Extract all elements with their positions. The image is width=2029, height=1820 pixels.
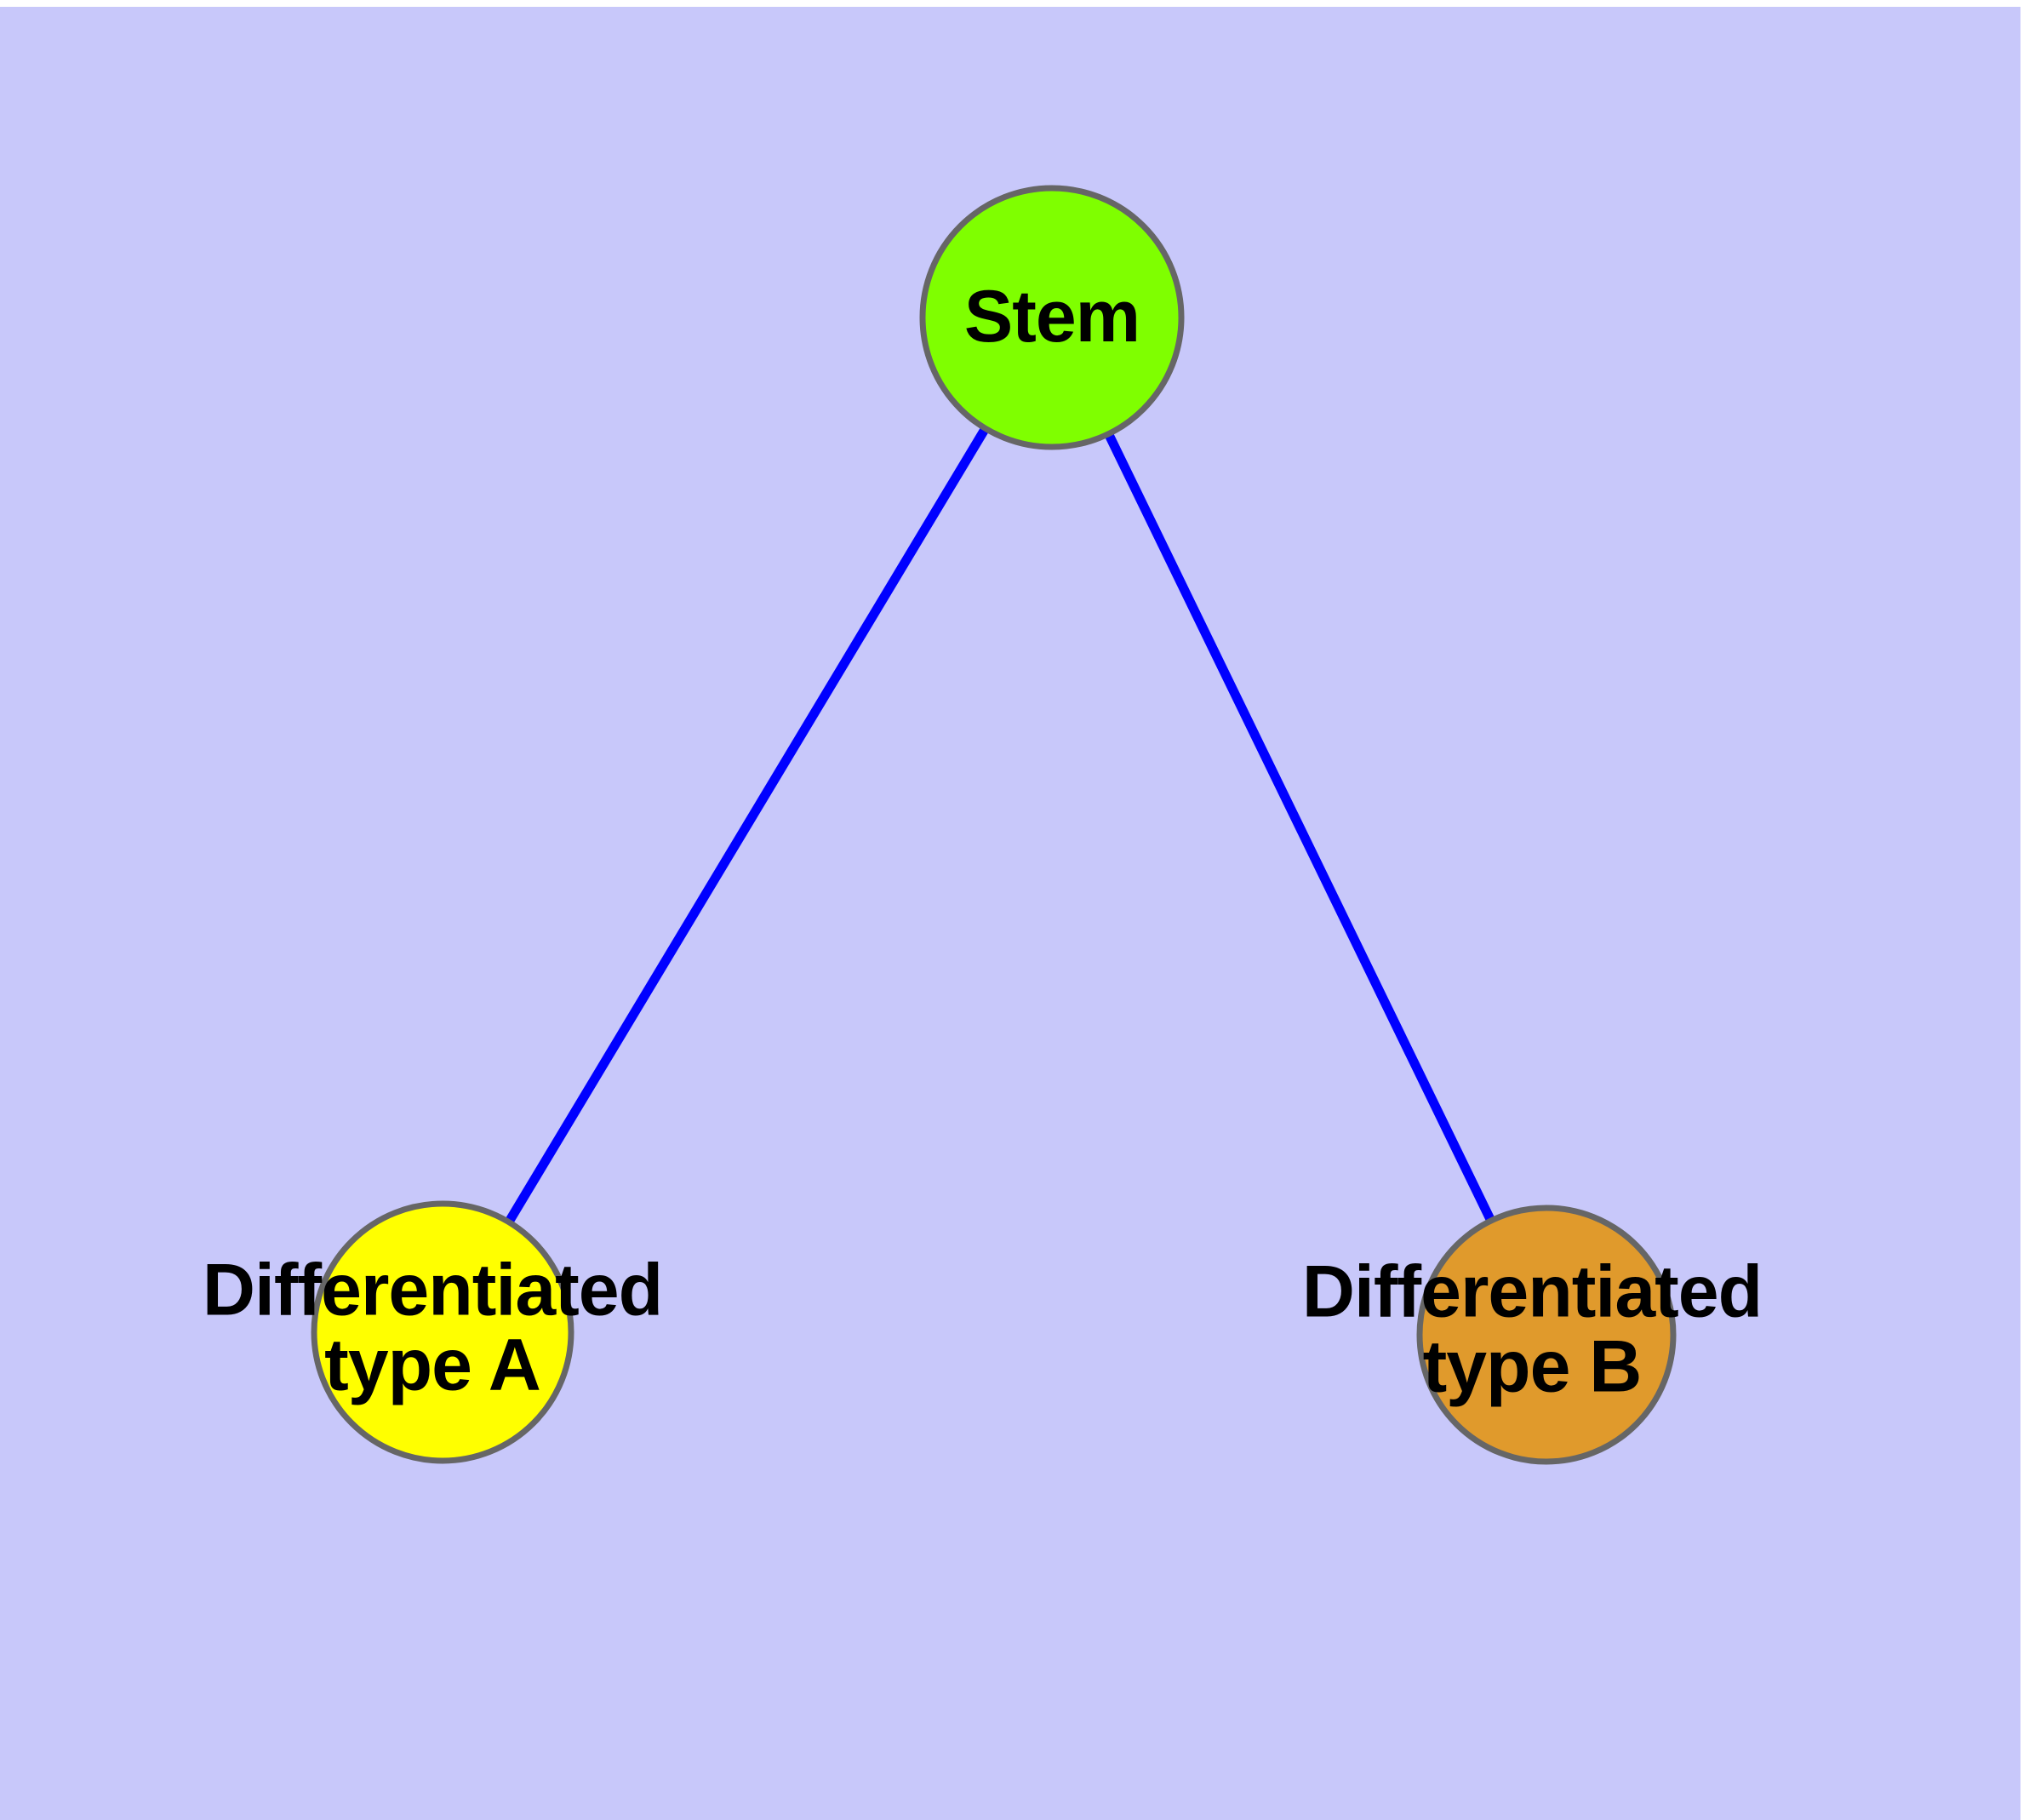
- node-circle-diff_a[interactable]: [311, 1200, 574, 1464]
- node-circle-diff_b[interactable]: [1416, 1205, 1677, 1465]
- nodes-layer: [311, 185, 1677, 1465]
- edge-stem-diff-a: [504, 424, 991, 1227]
- node-circle-stem[interactable]: [919, 185, 1185, 450]
- edges-layer: [504, 424, 1496, 1227]
- edge-stem-diff-b: [1103, 430, 1496, 1225]
